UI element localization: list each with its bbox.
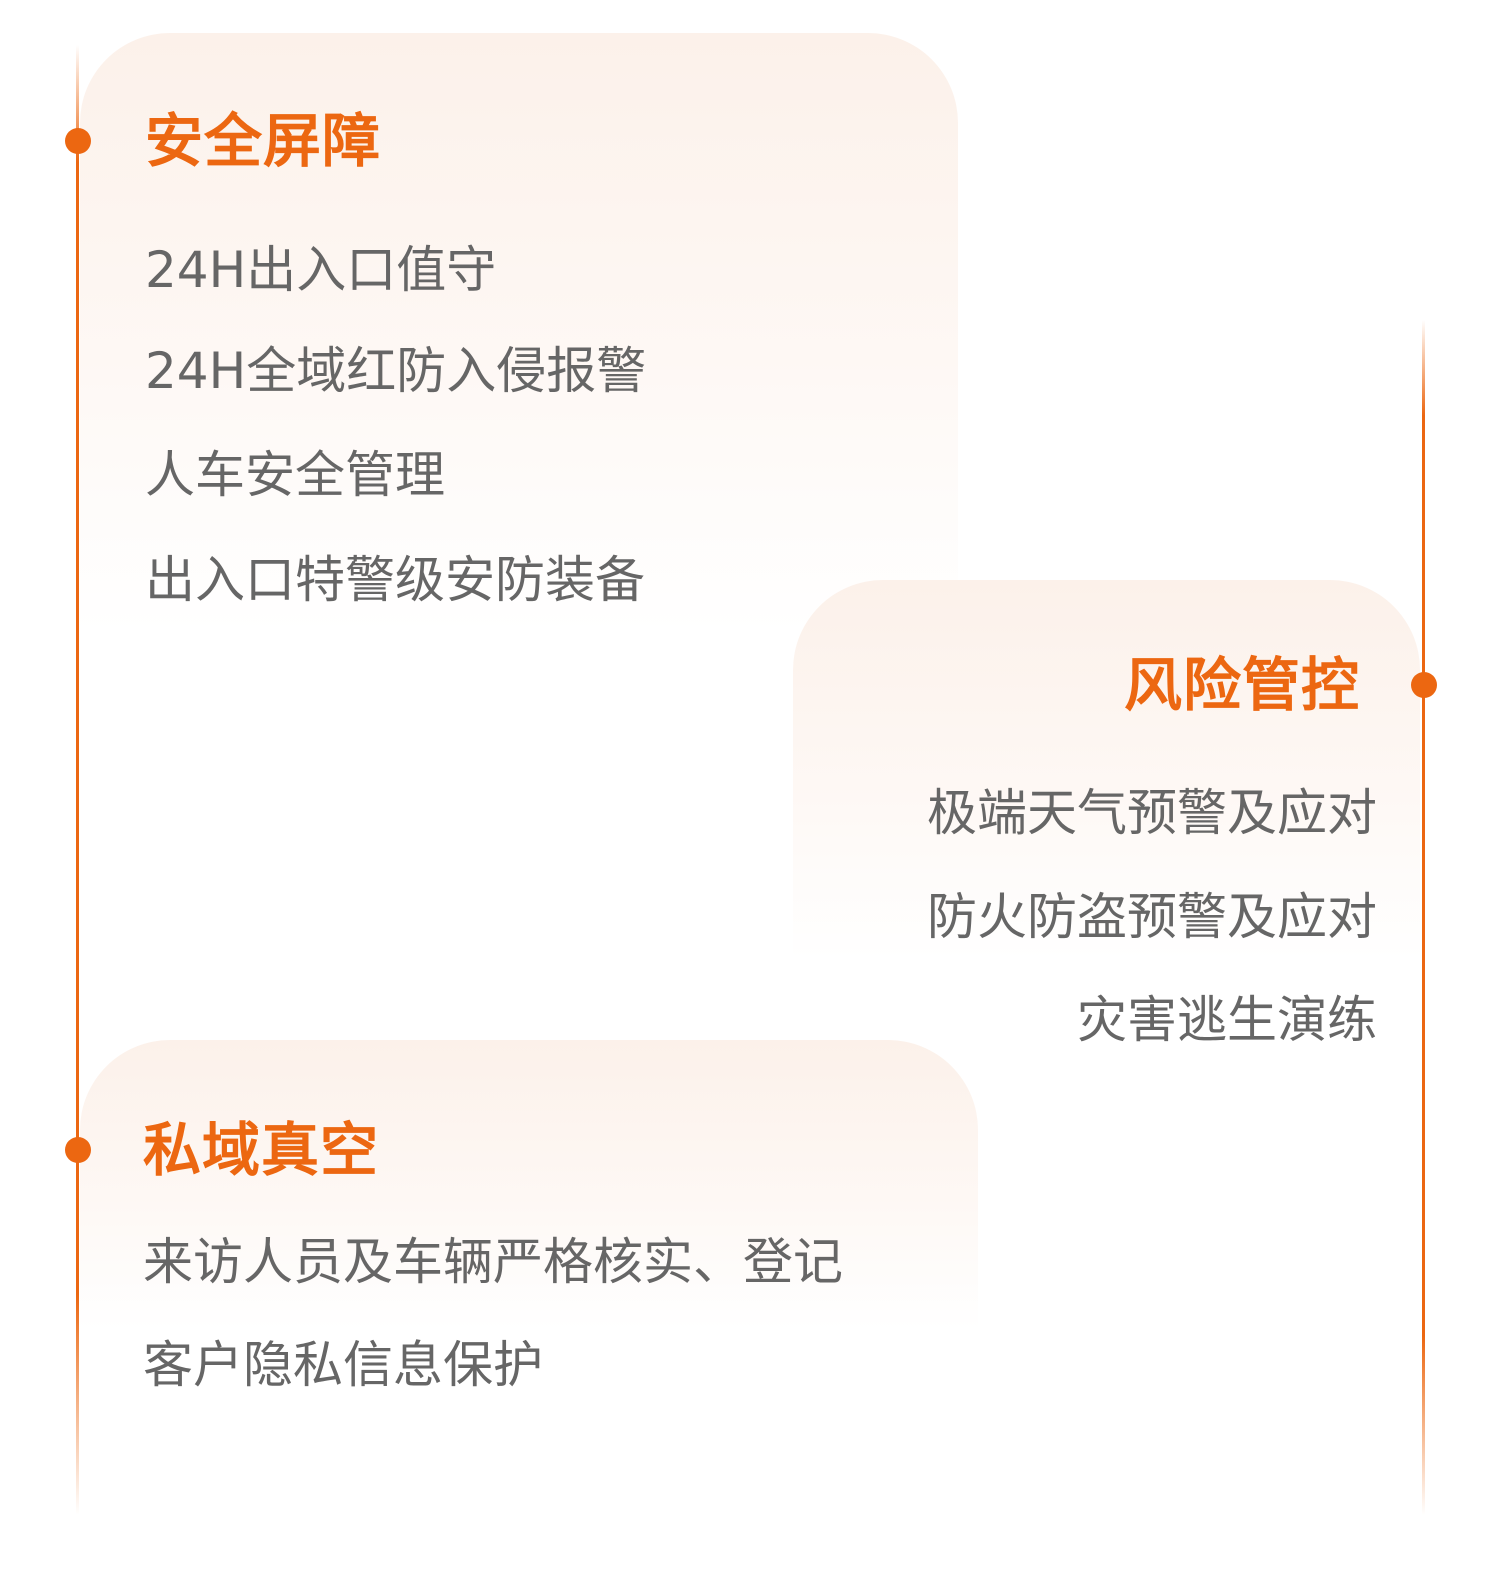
card-private-domain [80, 1040, 978, 1330]
section-title: 安全屏障 [145, 107, 382, 175]
timeline-dot [65, 128, 91, 154]
list-item: 客户隐私信息保护 [143, 1336, 543, 1394]
timeline-line-right [1422, 320, 1425, 1515]
list-item: 出入口特警级安防装备 [145, 551, 645, 609]
list-item: 灾害逃生演练 [1077, 991, 1377, 1049]
card-risk-control [793, 580, 1420, 960]
timeline-line-left [76, 45, 79, 1515]
card-security-barrier [80, 33, 958, 633]
list-item: 24H全域红防入侵报警 [145, 342, 647, 400]
section-title: 风险管控 [1123, 651, 1360, 719]
list-item: 24H出入口值守 [145, 241, 497, 299]
section-title: 私域真空 [143, 1116, 380, 1184]
list-item: 人车安全管理 [145, 446, 445, 504]
list-item: 极端天气预警及应对 [927, 784, 1377, 842]
timeline-dot [1411, 672, 1437, 698]
list-item: 来访人员及车辆严格核实、登记 [143, 1233, 843, 1291]
timeline-dot [65, 1137, 91, 1163]
list-item: 防火防盗预警及应对 [927, 888, 1377, 946]
